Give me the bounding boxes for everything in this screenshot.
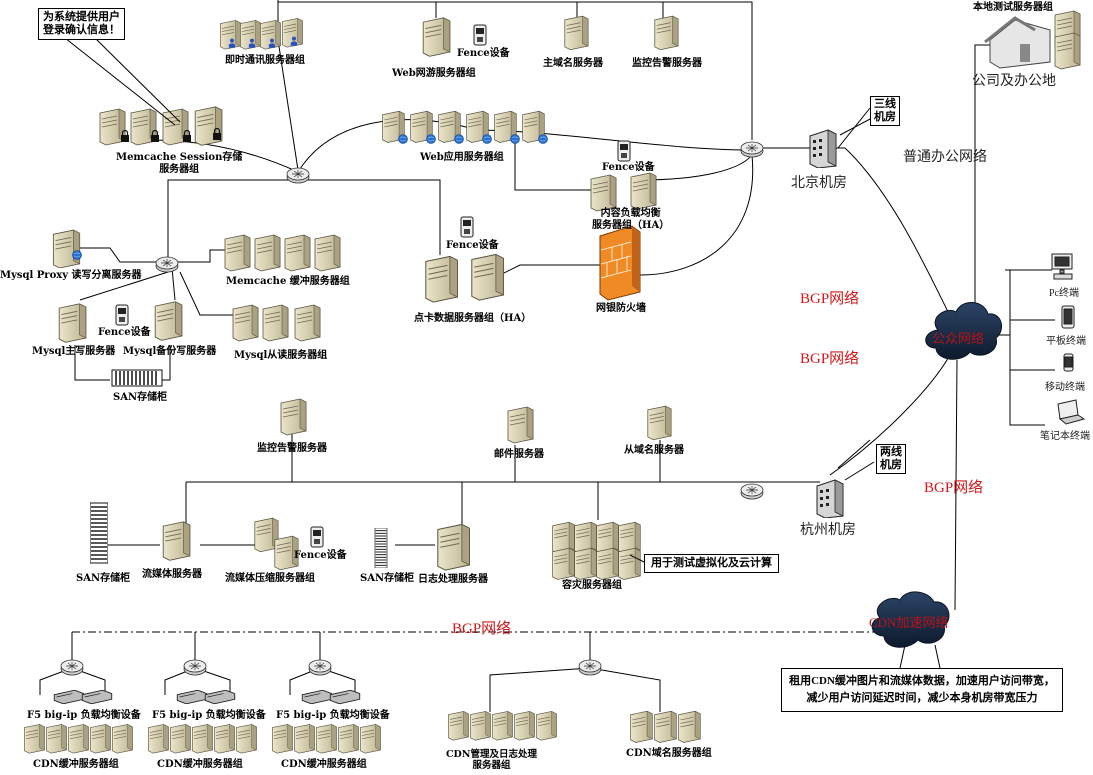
san-top-label: SAN存储柜 [113, 392, 168, 403]
beijing-building-icon [809, 129, 837, 168]
memcache-buffer-label: Memcache 缓冲服务器组 [226, 276, 350, 287]
bgp-network-label-2: BGP网络 [800, 351, 860, 367]
cdn-cache-label-2: CDN缓冲服务器组 [157, 759, 243, 770]
inner-lb-label: 内容负载均衡 服务器组（HA） [592, 208, 670, 231]
fence-label: Fence设备 [457, 48, 510, 59]
san-cabinet [90, 502, 108, 564]
terminal-icons [1051, 253, 1086, 425]
hangzhou-building-icon [816, 479, 844, 518]
globe-icon [426, 134, 436, 144]
cdn-network-cloud [871, 591, 950, 648]
san-cabinet [374, 528, 388, 568]
san-mid1-label: SAN存储柜 [76, 573, 131, 584]
house-icon [984, 16, 1051, 69]
f5-label-1: F5 big-ip 负载均衡设备 [27, 710, 141, 721]
stream-compress-label: 流媒体压缩服务器组 [225, 573, 315, 584]
login-info-note: 为系统提供用户 登录确认信息！ [38, 8, 125, 40]
fence-label: Fence设备 [98, 327, 151, 338]
mobile-icon [1063, 353, 1074, 372]
pc-icon [1051, 253, 1073, 280]
fence-device-icon [115, 304, 129, 326]
globe-icon [72, 250, 82, 260]
mysql-proxy-label: Mysql Proxy 读写分离服务器 [0, 270, 142, 281]
firewall-icon [599, 225, 641, 301]
router-cdn2 [183, 659, 207, 676]
mobile-label: 移动终端 [1045, 382, 1085, 393]
memcache-session-label: Memcache Session存储 服务器组 [116, 152, 243, 175]
virtualization-note: 用于测试虚拟化及云计算 [644, 554, 779, 573]
fence-device-icon [617, 140, 631, 162]
fence-device-icon [310, 526, 324, 548]
web-game-label: Web网游服务器组 [392, 68, 476, 79]
fence-label: Fence设备 [602, 162, 655, 173]
fence-device-icon [460, 216, 474, 238]
router-core-top [286, 167, 310, 184]
san-storage [90, 369, 388, 568]
san-mid2-label: SAN存储柜 [360, 573, 415, 584]
streaming-label: 流媒体服务器 [142, 569, 202, 580]
main-dns-label: 主域名服务器 [543, 58, 603, 69]
f5-devices [53, 690, 361, 704]
mysql-slave-label: Mysql从读服务器组 [234, 350, 328, 361]
mysql-master-label: Mysql主写服务器 [32, 346, 116, 357]
cdn-network-label: CDN加速网络 [869, 615, 949, 630]
globe-icon [538, 134, 548, 144]
company-label: 公司及办公地 [972, 74, 1056, 89]
monitor-top-label: 监控告警服务器 [632, 58, 702, 69]
fence-device-icon [473, 24, 487, 46]
cdn-cache-label-1: CDN缓冲服务器组 [33, 759, 119, 770]
bgp-network-label-4: BGP网络 [452, 621, 512, 637]
f5-label-3: F5 big-ip 负载均衡设备 [276, 710, 390, 721]
cdn-mgmt-label: CDN管理及日志处理 服务器组 [446, 749, 537, 771]
f5-label-2: F5 big-ip 负载均衡设备 [152, 710, 266, 721]
bank-firewall-label: 网银防火墙 [596, 303, 646, 314]
fence-label: Fence设备 [294, 550, 347, 561]
public-network-label: 公众网络 [932, 331, 985, 346]
hangzhou-label: 杭州机房 [800, 523, 856, 538]
bgp-network-label-3: BGP网络 [924, 480, 984, 496]
globe-icon [482, 134, 492, 144]
globe-icon [398, 134, 408, 144]
router-cdn1 [60, 659, 84, 676]
public-network-cloud [925, 302, 1003, 360]
router-beijing [740, 141, 764, 158]
cdn-note: 租用CDN缓冲图片和流媒体数据，加速用户访问带宽，减少用户访问延迟时间，减少本身… [781, 668, 1063, 712]
router-mysql [155, 256, 179, 273]
cdn-dns-label: CDN域名服务器组 [626, 748, 712, 759]
dr-servers-label: 容灾服务器组 [562, 580, 622, 591]
two-line-note: 两线 机房 [876, 444, 906, 474]
bgp-network-label-1: BGP网络 [800, 291, 860, 307]
router-hangzhou [740, 483, 764, 500]
globe-icon [510, 134, 520, 144]
slave-dns-label: 从域名服务器 [624, 445, 684, 456]
im-servers-label: 即时通讯服务器组 [225, 55, 305, 66]
router-cdn3 [308, 659, 332, 676]
pc-label: Pc终端 [1049, 288, 1079, 299]
laptop-icon [1057, 399, 1086, 425]
tablet-icon [1061, 305, 1075, 329]
fence-devices [115, 24, 631, 548]
mysql-backup-label: Mysql备份写服务器 [123, 346, 217, 357]
local-test-label: 本地测试服务器组 [973, 2, 1053, 13]
tablet-label: 平板终端 [1046, 336, 1086, 347]
laptop-label: 笔记本终端 [1040, 431, 1090, 442]
three-line-note: 三线 机房 [870, 96, 900, 126]
point-card-label: 点卡数据服务器组（HA） [414, 313, 532, 324]
fence-label: Fence设备 [446, 240, 499, 251]
router-cdn-mgmt [578, 659, 602, 676]
beijing-label: 北京机房 [791, 176, 847, 191]
web-app-label: Web应用服务器组 [420, 152, 504, 163]
office-network-label: 普通办公网络 [903, 150, 987, 165]
cdn-cache-label-3: CDN缓冲服务器组 [281, 759, 367, 770]
callout-pointers [64, 37, 875, 563]
mail-label: 邮件服务器 [494, 449, 544, 460]
log-server-label: 日志处理服务器 [418, 574, 488, 585]
globe-icon [454, 134, 464, 144]
monitor-mid-label: 监控告警服务器 [257, 443, 327, 454]
